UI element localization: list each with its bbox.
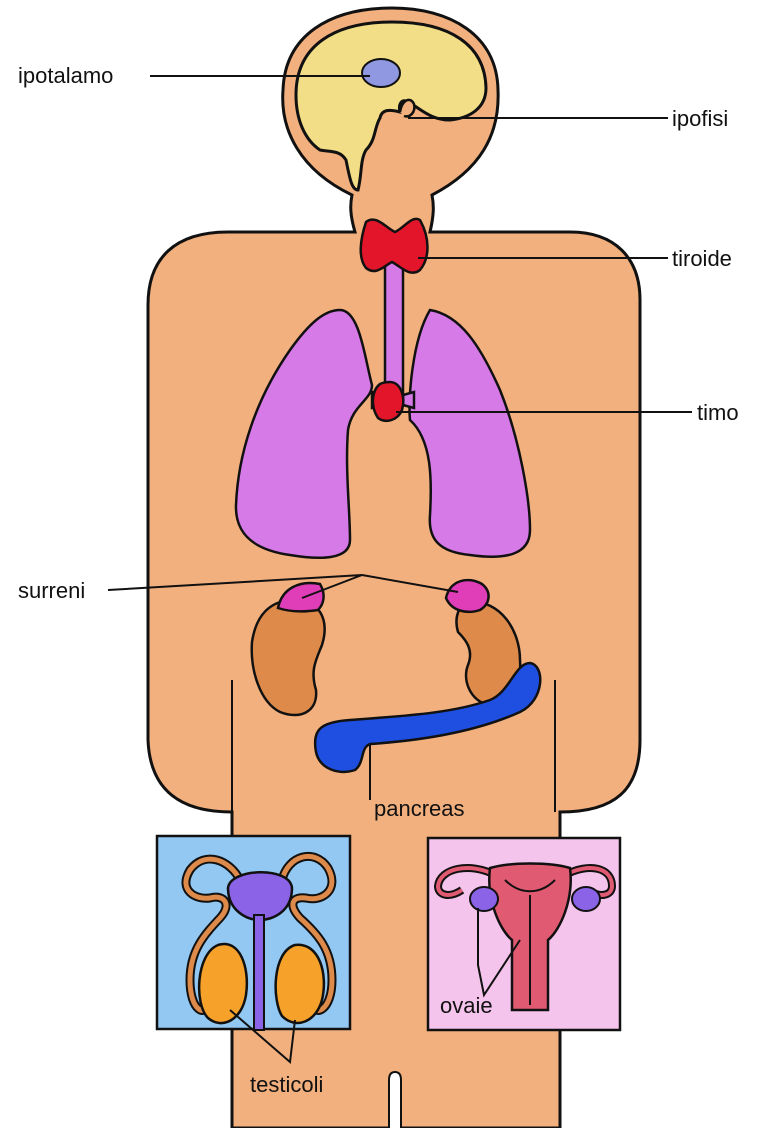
thymus-gland (373, 382, 403, 421)
right-adrenal (446, 580, 489, 612)
urethra (254, 915, 264, 1030)
right-ovary (572, 887, 600, 911)
label-pancreas: pancreas (374, 796, 465, 821)
prostate-gland (228, 872, 292, 920)
left-testis (199, 944, 247, 1023)
leg-gap (389, 1072, 401, 1128)
left-ovary (470, 887, 498, 911)
label-pituitary: ipofisi (672, 106, 728, 131)
label-adrenals: surreni (18, 578, 85, 603)
label-thyroid: tiroide (672, 246, 732, 271)
label-testicles: testicoli (250, 1072, 323, 1097)
hypothalamus-gland (362, 59, 400, 87)
label-thymus: timo (697, 400, 739, 425)
label-ovaries: ovaie (440, 993, 493, 1018)
label-hypothalamus: ipotalamo (18, 63, 113, 88)
male-inset (157, 836, 350, 1030)
right-testis (276, 945, 324, 1023)
